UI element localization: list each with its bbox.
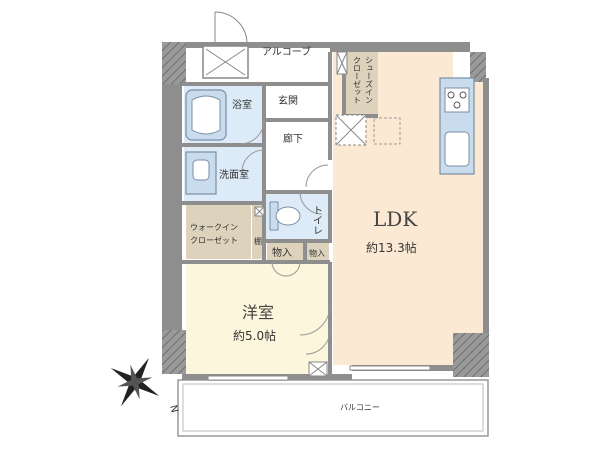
- compass-north-label: N: [167, 404, 180, 414]
- shelf-label: 棚: [254, 236, 262, 246]
- toilet-fixture: [254, 201, 301, 231]
- entrance-area: [266, 86, 328, 120]
- western-room: [186, 262, 331, 374]
- closet1-label: 物入: [272, 246, 292, 259]
- bath-label: 浴室: [232, 98, 252, 111]
- hallway-label: 廊下: [283, 132, 303, 145]
- ldk-name: LDK: [373, 207, 418, 231]
- wash-basin: [185, 151, 217, 195]
- closet2-label: 物入: [309, 248, 325, 258]
- wic-label-line2: クローゼット: [190, 235, 238, 245]
- washroom-label: 洗面室: [219, 168, 249, 181]
- western-name: 洋室: [242, 303, 274, 322]
- shoes-label-line2: クローゼット: [353, 56, 362, 104]
- entrance-label: 玄関: [278, 94, 298, 107]
- wic-room: [186, 205, 251, 259]
- shoe-cabinet: [335, 51, 367, 146]
- hallway-area: [266, 120, 328, 192]
- compass: N: [110, 357, 180, 414]
- bathtub: [185, 89, 227, 141]
- wic-label-line1: ウォークイン: [190, 223, 238, 232]
- exterior-walls: [162, 42, 489, 380]
- shoes-label-line1: シューズイン: [365, 56, 374, 104]
- door-swings: [239, 119, 331, 355]
- shelf-area: [252, 205, 264, 259]
- alcove-area: アルコーブ: [202, 11, 311, 79]
- closet1-area: [267, 243, 305, 261]
- entrance-step: [373, 117, 401, 145]
- closet2-area: [307, 243, 329, 261]
- toilet-label: トイレ: [311, 205, 323, 235]
- alcove-label: アルコーブ: [262, 45, 311, 58]
- interior-walls: [182, 52, 378, 374]
- balcony: バルコニー: [177, 379, 489, 437]
- ldk-size: 約13.3帖: [366, 240, 417, 255]
- kitchen-counter: [439, 77, 475, 175]
- balcony-label: バルコニー: [340, 403, 380, 412]
- shoes-closet-area: [346, 52, 378, 115]
- western-size: 約5.0帖: [233, 328, 276, 343]
- windows: [207, 361, 431, 381]
